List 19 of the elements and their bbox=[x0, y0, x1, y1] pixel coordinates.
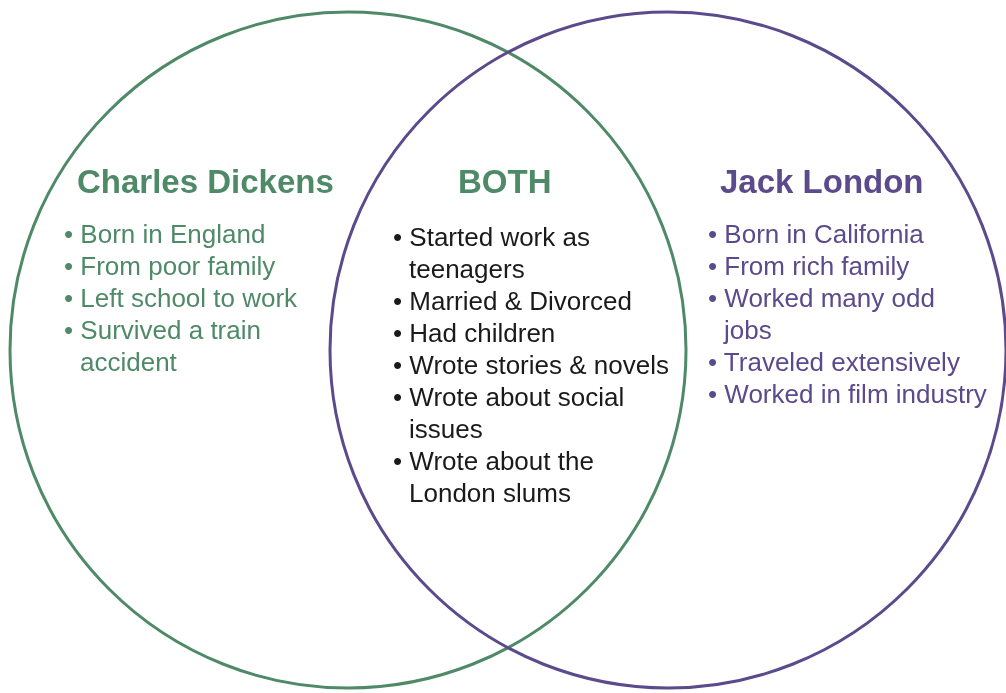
list-item: • Worked many odd jobs bbox=[708, 282, 936, 346]
list-item: • Married & Divorced bbox=[393, 285, 633, 317]
venn-circle bbox=[8, 10, 688, 690]
list-item: • Wrote about social issues bbox=[393, 381, 626, 445]
list-item: • Worked in film industry bbox=[708, 378, 988, 410]
list-item: • Survived a train accident bbox=[64, 314, 262, 378]
list-item: • Had children bbox=[393, 317, 557, 349]
list-item: • Wrote stories & novels bbox=[393, 349, 670, 381]
list-item: • Started work as teenagers bbox=[393, 221, 591, 285]
heading: Jack London bbox=[720, 162, 924, 202]
list-item: • Wrote about the London slums bbox=[393, 445, 595, 509]
list-item: • From poor family bbox=[64, 250, 277, 282]
heading: BOTH bbox=[458, 162, 552, 202]
list-item: • Born in California bbox=[708, 218, 925, 250]
heading: Charles Dickens bbox=[77, 162, 334, 202]
list-item: • From rich family bbox=[708, 250, 911, 282]
list-item: • Left school to work bbox=[64, 282, 299, 314]
list-item: • Traveled extensively bbox=[708, 346, 961, 378]
list-item: • Born in England bbox=[64, 218, 267, 250]
